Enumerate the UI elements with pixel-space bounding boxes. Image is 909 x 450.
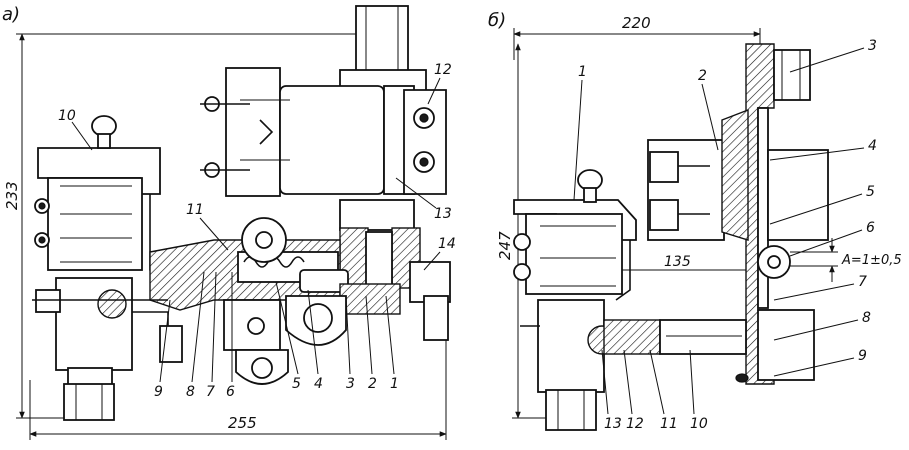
callout-a-9: 9 xyxy=(154,384,163,400)
callout-b-2: 2 xyxy=(698,68,707,84)
callout-b-5: 5 xyxy=(866,184,875,200)
lower-valve-b xyxy=(520,299,747,431)
figure-b-callouts: 1 2 3 4 5 6 7 8 9 13 12 11 10 xyxy=(573,38,877,432)
callout-a-5: 5 xyxy=(292,376,301,392)
dimension-220-label: 220 xyxy=(622,14,651,32)
dimension-gap-a-label: A=1±0,5 xyxy=(841,253,902,268)
lower-flange xyxy=(223,299,289,385)
wall-flange xyxy=(735,43,829,385)
callout-a-7: 7 xyxy=(206,384,215,400)
dimension-247-label: 247 xyxy=(496,231,514,260)
dimension-255-label: 255 xyxy=(228,414,257,432)
callout-a-12: 12 xyxy=(434,62,452,78)
callout-b-11: 11 xyxy=(660,416,678,432)
callout-a-6: 6 xyxy=(226,384,235,400)
callout-b-6: 6 xyxy=(866,220,875,236)
control-unit xyxy=(647,108,749,241)
callout-b-1: 1 xyxy=(578,64,587,80)
figure-a-label: а) xyxy=(2,4,20,25)
callout-a-13: 13 xyxy=(434,206,452,222)
figure-b: б) 220 247 135 A=1±0,5 xyxy=(488,10,902,432)
left-body xyxy=(32,277,183,421)
mounting-bracket xyxy=(403,89,447,195)
dimension-233-label: 233 xyxy=(3,181,21,210)
figure-a-callouts: 10 11 12 13 14 9 8 7 6 5 4 3 2 xyxy=(58,62,456,400)
callout-a-3: 3 xyxy=(346,376,355,392)
callout-a-2: 2 xyxy=(368,376,377,392)
callout-b-3: 3 xyxy=(868,38,877,54)
valve-neck xyxy=(339,199,421,289)
callout-b-12: 12 xyxy=(626,416,644,432)
callout-a-1: 1 xyxy=(390,376,399,392)
callout-b-9: 9 xyxy=(858,348,867,364)
callout-b-4: 4 xyxy=(868,138,877,154)
callout-b-10: 10 xyxy=(690,416,708,432)
callout-b-8: 8 xyxy=(862,310,871,326)
callout-b-7: 7 xyxy=(858,274,867,290)
callout-b-13: 13 xyxy=(604,416,622,432)
callout-a-8: 8 xyxy=(186,384,195,400)
valve-body xyxy=(149,217,451,346)
dimension-135-label: 135 xyxy=(664,254,691,270)
callout-a-14: 14 xyxy=(438,236,456,252)
figure-b-label: б) xyxy=(488,10,506,31)
relay xyxy=(34,115,169,281)
figure-a: а) 233 255 xyxy=(2,4,456,440)
callout-a-4: 4 xyxy=(314,376,323,392)
callout-a-10: 10 xyxy=(58,108,76,124)
dimension-233: 233 xyxy=(3,33,360,419)
dimension-220: 220 xyxy=(513,14,761,60)
callout-a-11: 11 xyxy=(186,202,204,218)
inlet-pipe xyxy=(339,5,427,93)
dimension-255: 255 xyxy=(29,300,447,440)
solenoid-valve xyxy=(200,67,415,197)
dimension-gap-a: A=1±0,5 xyxy=(790,238,902,282)
relay-b xyxy=(513,169,637,301)
